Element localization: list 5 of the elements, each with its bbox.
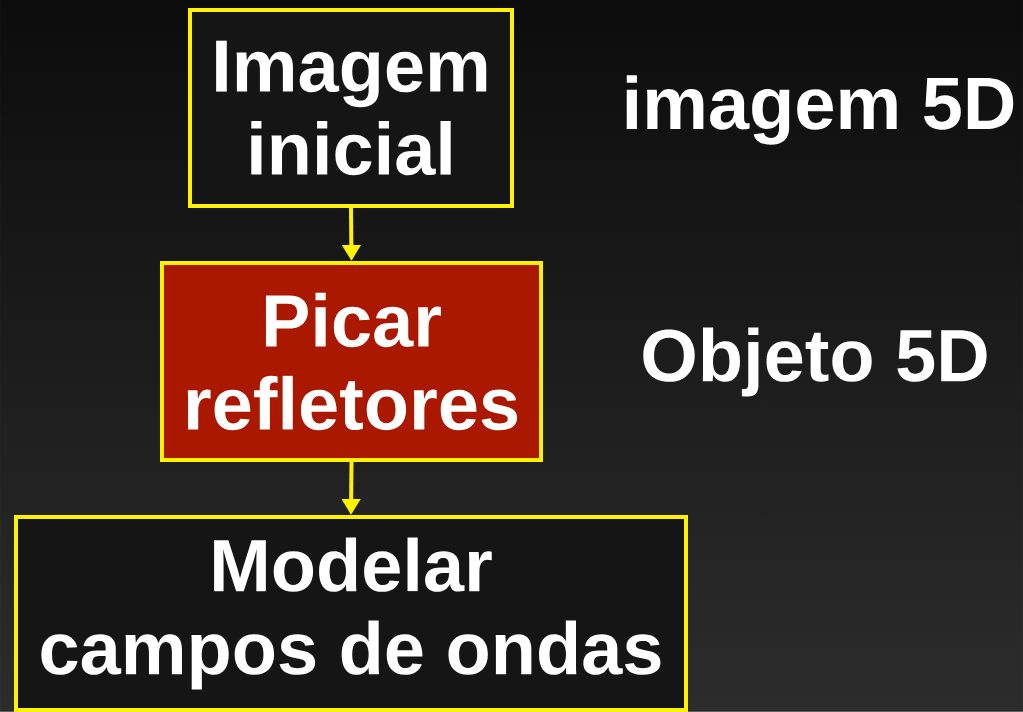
side-label: imagem 5D — [626, 75, 1014, 145]
process-box: Imagem inicial — [188, 8, 514, 208]
side-label: Objeto 5D — [643, 327, 987, 397]
process-box: Picar refletores — [160, 261, 543, 462]
process-box: Modelar campos de ondas — [14, 515, 688, 712]
